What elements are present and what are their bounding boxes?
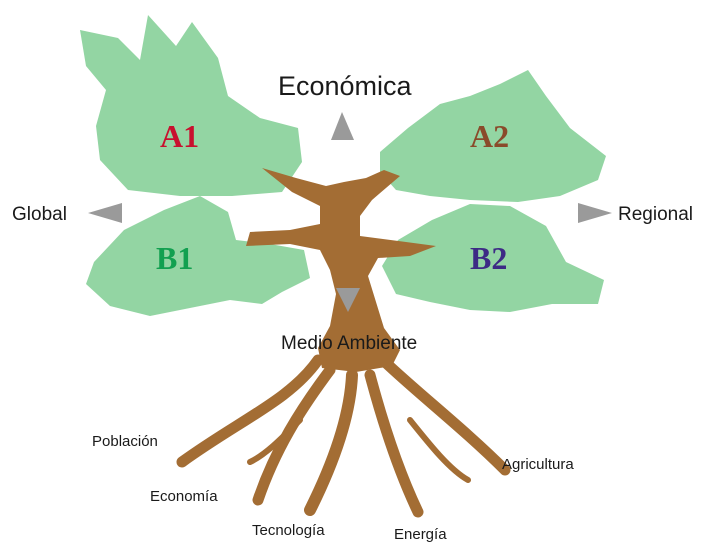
root-small-left <box>247 417 303 465</box>
foliage-a2 <box>380 70 606 202</box>
foliage-a1 <box>80 15 302 196</box>
root-tecnologia <box>304 369 358 516</box>
axis-label-global: Global <box>12 204 67 225</box>
arrow-left <box>88 203 122 223</box>
tree-roots <box>176 354 511 518</box>
root-label-economia: Economía <box>150 488 218 505</box>
axis-label-regional: Regional <box>618 204 693 225</box>
root-label-agricultura: Agricultura <box>502 456 574 473</box>
axis-label-medio-ambiente: Medio Ambiente <box>281 333 418 354</box>
arrow-right <box>578 203 612 223</box>
arrow-up <box>331 112 354 140</box>
arrow-down <box>336 288 360 312</box>
scenario-label-b2: B2 <box>470 240 508 276</box>
root-label-poblacion: Población <box>92 433 158 450</box>
axis-label-economica: Económica <box>278 71 412 101</box>
root-label-energia: Energía <box>394 526 447 543</box>
root-small-right <box>407 417 471 483</box>
scenario-label-a1: A1 <box>160 118 200 154</box>
foliage-b2 <box>382 204 604 312</box>
root-energia <box>364 369 424 518</box>
root-agricultura <box>379 356 511 476</box>
root-label-tecnologia: Tecnología <box>252 522 325 539</box>
scenario-label-a2: A2 <box>470 118 510 154</box>
root-poblacion <box>176 354 324 468</box>
foliage-b1 <box>86 196 310 316</box>
tree-trunk <box>246 168 436 372</box>
scenario-label-b1: B1 <box>156 240 194 276</box>
